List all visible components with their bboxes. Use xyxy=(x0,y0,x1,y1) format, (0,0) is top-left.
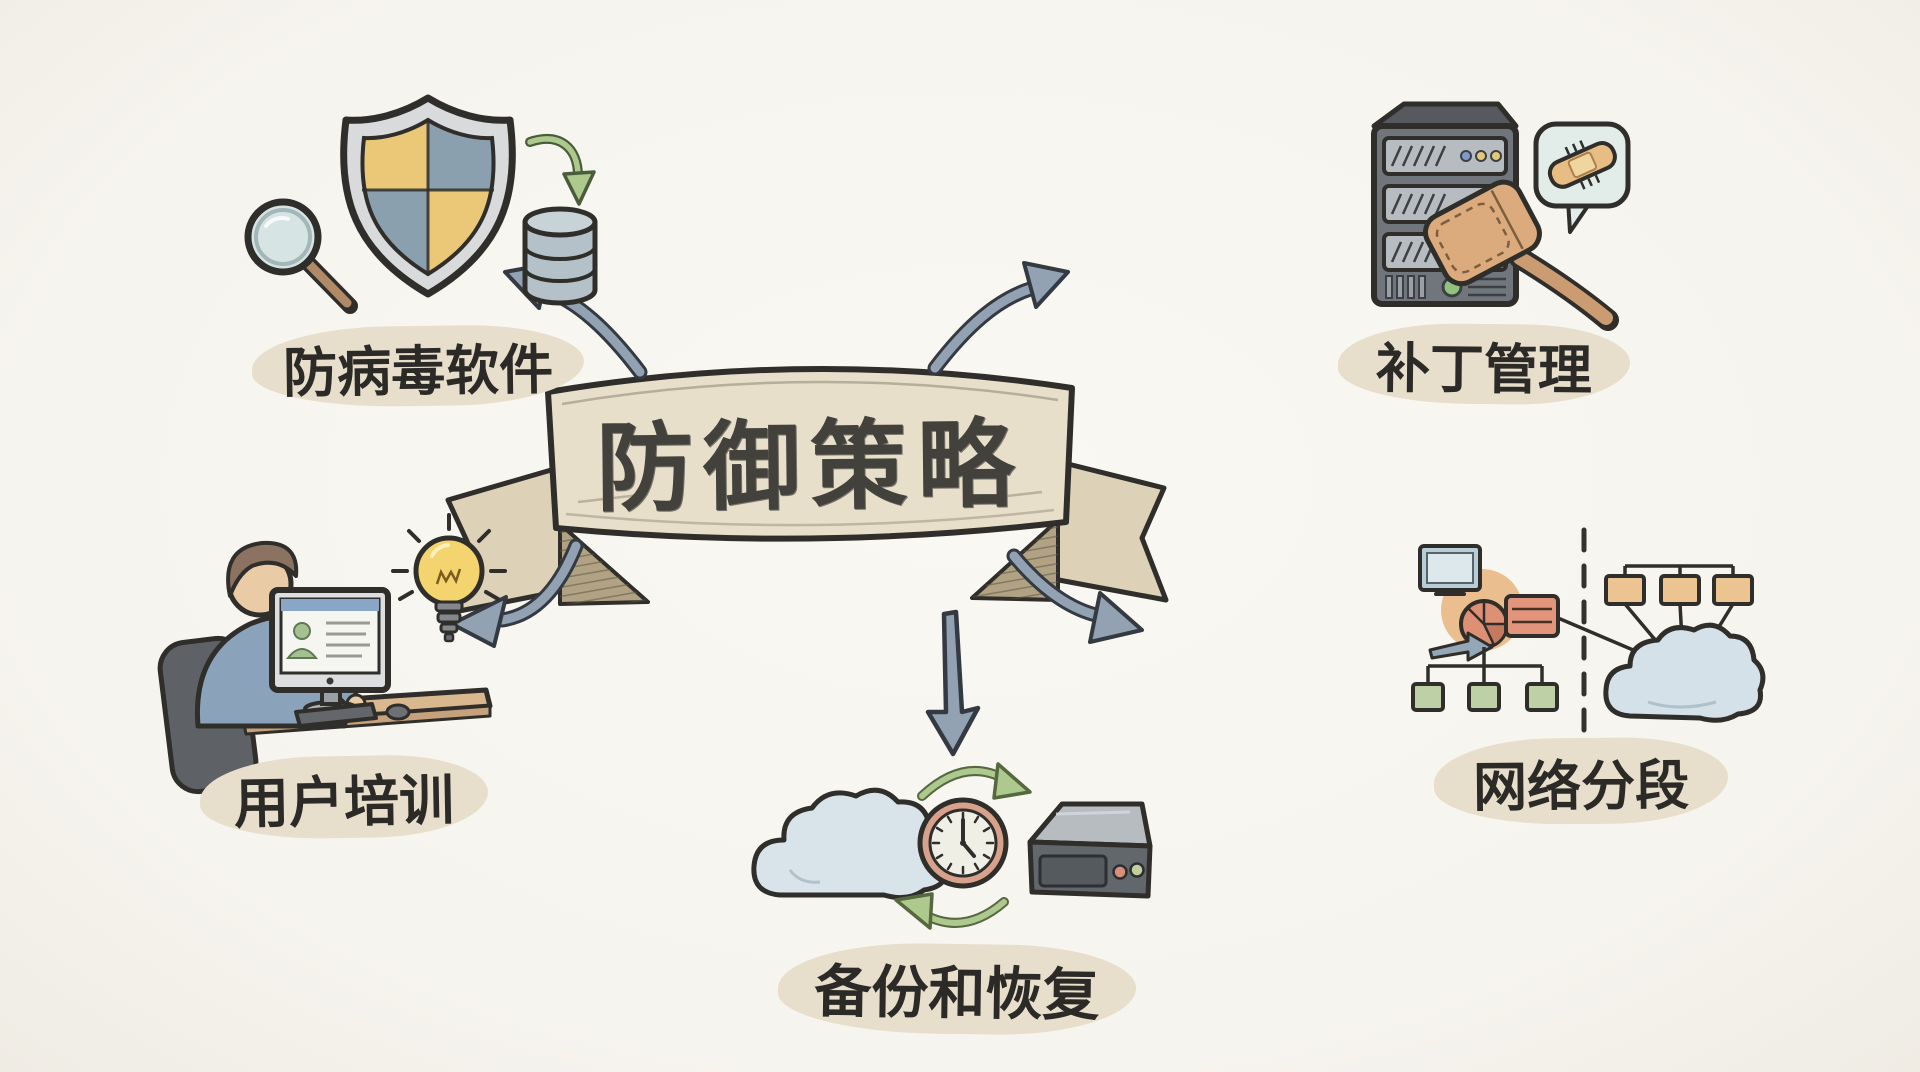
flow-arrow-icon xyxy=(1428,631,1494,662)
node-backup-art xyxy=(751,762,1153,930)
magnifier-icon xyxy=(244,198,358,314)
shield-icon xyxy=(340,94,516,298)
arrow-to-training xyxy=(450,538,584,648)
database-icon xyxy=(522,206,598,306)
lightbulb-icon xyxy=(391,513,507,643)
hard-drive-icon xyxy=(1027,801,1153,899)
label-patch-management: 补丁管理 xyxy=(1337,322,1631,406)
arrow-to-backup xyxy=(925,609,981,757)
node-antivirus-art xyxy=(244,94,598,314)
firewall-icon xyxy=(1504,594,1560,638)
banner-title: 防御策略 xyxy=(595,407,1025,525)
label-user-training: 用户培训 xyxy=(199,753,489,841)
arrow-to-patch xyxy=(927,261,1070,376)
node-segmentation-art xyxy=(1411,527,1766,733)
network-cloud-icon xyxy=(1603,622,1766,723)
node-patch-art xyxy=(1371,101,1631,331)
arrow-to-segmentation xyxy=(1006,548,1144,644)
bandage-speech-bubble-icon xyxy=(1533,121,1631,234)
workstation-icon xyxy=(1418,544,1482,596)
label-antivirus: 防病毒软件 xyxy=(251,323,585,409)
download-arrow-icon xyxy=(525,134,596,206)
patch-brush-icon xyxy=(1423,179,1619,331)
label-network-segmentation: 网络分段 xyxy=(1433,736,1729,826)
cloud-icon xyxy=(751,787,949,901)
label-backup-recovery: 备份和恢复 xyxy=(777,941,1137,1037)
person-at-computer-icon xyxy=(157,540,493,795)
lan-tree-icon xyxy=(1411,647,1559,712)
clock-icon xyxy=(917,797,1009,889)
segment-hosts xyxy=(1604,574,1754,606)
sync-arrows-icon xyxy=(894,762,1032,930)
